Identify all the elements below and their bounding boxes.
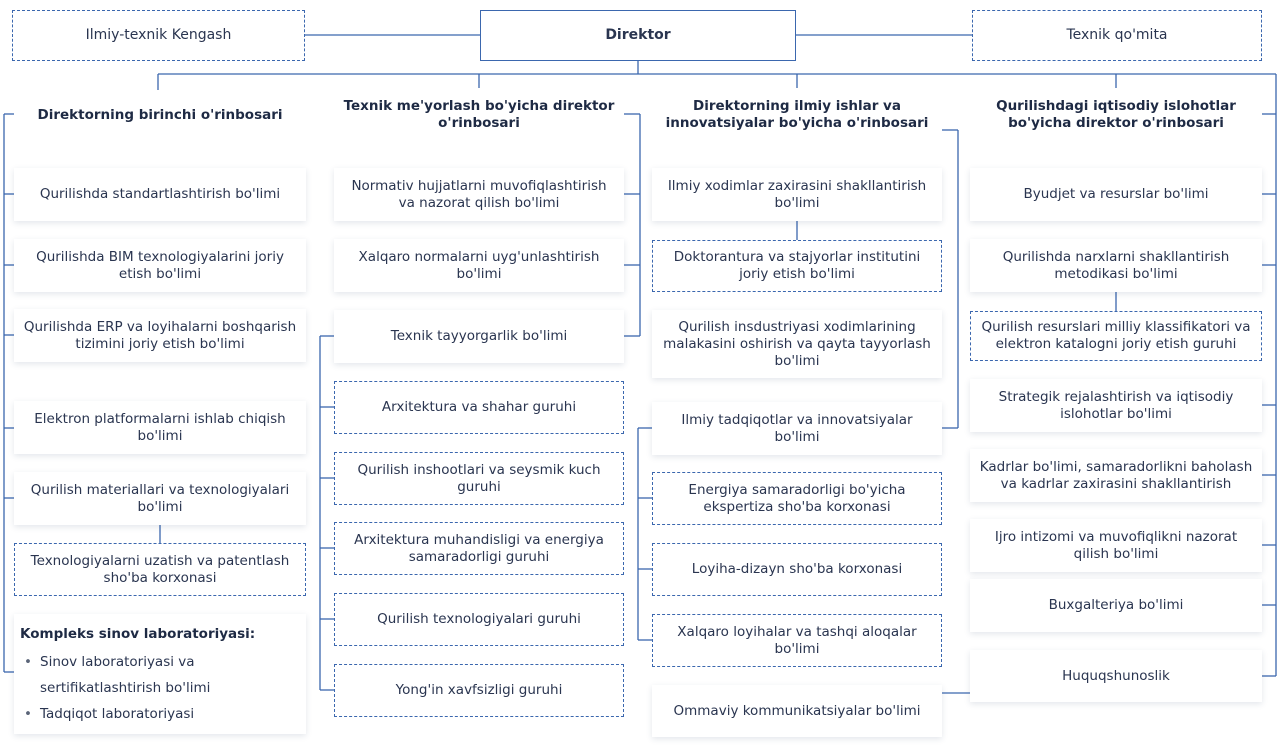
col3-item: Energiya samaradorligi bo'yicha eksperti… [652,472,942,525]
col3-item: Ilmiy tadqiqotlar va innovatsiyalar bo'l… [652,402,942,455]
texnik-qomita-box: Texnik qo'mita [972,10,1262,61]
col4-head: Qurilishdagi iqtisodiy islohotlar bo'yic… [970,88,1262,141]
director-box: Direktor [480,10,796,61]
col4-item: Strategik rejalashtirish va iqtisodiy is… [970,379,1262,432]
col1-item: Elektron platformalarni ishlab chiqish b… [14,401,306,454]
kompleks-sinov-lab-box: Kompleks sinov laboratoriyasi: Sinov lab… [14,614,306,734]
ilmiy-texnik-kengash-box: Ilmiy-texnik Kengash [12,10,305,61]
col4-item: Qurilish resurslari milliy klassifikator… [970,311,1262,361]
col4-item: Ijro intizomi va muvofiqlikni nazorat qi… [970,519,1262,572]
col1-head: Direktorning birinchi o'rinbosari [14,90,306,141]
col1-item: Qurilish materiallari va texnologiyalari… [14,472,306,525]
col4-item: Kadrlar bo'limi, samaradorlikni baholash… [970,449,1262,502]
col4-item: Qurilishda narxlarni shakllantirish meto… [970,239,1262,292]
col4-item: Byudjet va resurslar bo'limi [970,168,1262,221]
col2-head: Texnik me'yorlash bo'yicha direktor o'ri… [334,88,624,141]
col3-item: Ilmiy xodimlar zaxirasini shakllantirish… [652,168,942,221]
lab-list-item: Sinov laboratoriyasi va sertifikatlashti… [24,649,300,701]
col3-item: Doktorantura va stajyorlar institutini j… [652,240,942,292]
col2-item: Texnik tayyorgarlik bo'limi [334,310,624,363]
col2-item: Arxitektura muhandisligi va energiya sam… [334,522,624,575]
col3-head: Direktorning ilmiy ishlar va innovatsiya… [652,88,942,141]
col2-item: Xalqaro normalarni uyg'unlashtirish bo'l… [334,239,624,292]
col1-item: Qurilishda BIM texnologiyalarini joriy e… [14,239,306,292]
col3-item: Loyiha-dizayn sho'ba korxonasi [652,543,942,596]
col2-item: Qurilish texnologiyalari guruhi [334,593,624,646]
col3-item: Xalqaro loyihalar va tashqi aloqalar bo'… [652,614,942,667]
col2-item: Arxitektura va shahar guruhi [334,381,624,434]
lab-list-item: Tadqiqot laboratoriyasi [24,701,300,727]
col4-item: Buxgalteriya bo'limi [970,579,1262,632]
col1-item: Qurilishda standartlashtirish bo'limi [14,168,306,221]
col3-item: Ommaviy kommunikatsiyalar bo'limi [652,685,942,737]
col2-item: Normativ hujjatlarni muvofiqlashtirish v… [334,168,624,221]
col3-item: Qurilish insdustriyasi xodimlarining mal… [652,310,942,378]
col4-item: Huquqshunoslik [970,650,1262,702]
col1-item: Texnologiyalarni uzatish va patentlash s… [14,543,306,596]
col1-item: Qurilishda ERP va loyihalarni boshqarish… [14,309,306,362]
lab-list: Sinov laboratoriyasi va sertifikatlashti… [20,649,300,727]
col2-item: Qurilish inshootlari va seysmik kuch gur… [334,452,624,505]
lab-title: Kompleks sinov laboratoriyasi: [20,626,256,642]
col2-item: Yong'in xavfsizligi guruhi [334,664,624,717]
